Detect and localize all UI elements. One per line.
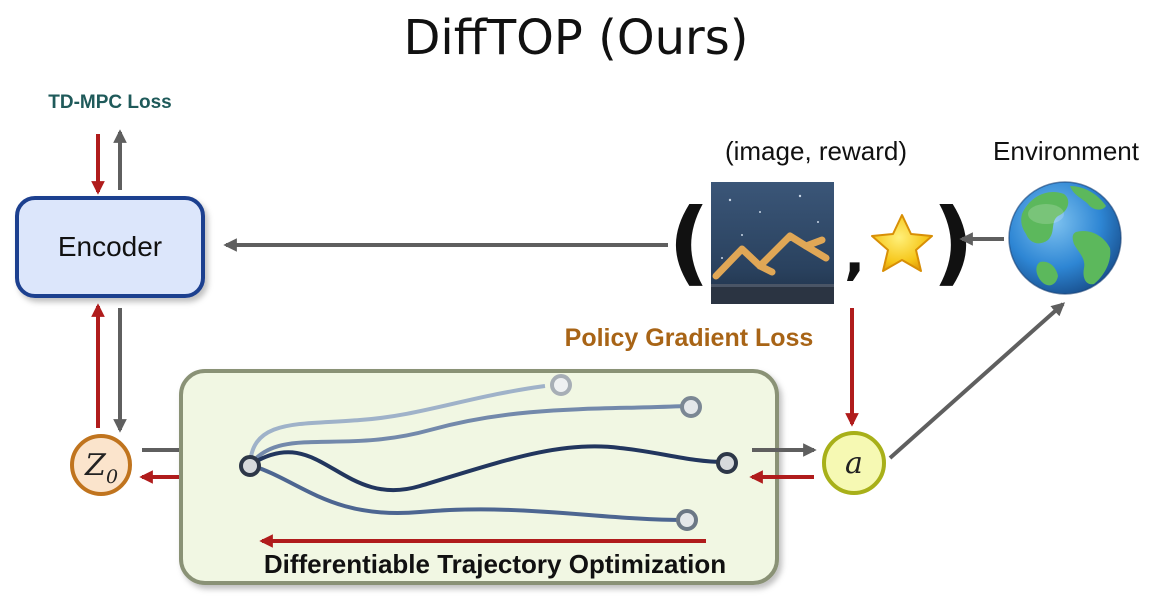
trajectory-end-point-lower [676, 509, 698, 531]
trajectory-start-point [239, 455, 261, 477]
trajectory-end-point-upper [680, 396, 702, 418]
tuple-comma: , [844, 222, 865, 287]
action-symbol: a [845, 446, 863, 481]
tuple-open-paren: ( [668, 189, 710, 296]
policy-gradient-loss-label: Policy Gradient Loss [565, 324, 814, 352]
star-icon [871, 214, 933, 272]
page-title: DiffTOP (Ours) [403, 10, 748, 66]
z0-subscript: 0 [106, 466, 118, 488]
td-mpc-loss-label: TD-MPC Loss [48, 92, 172, 113]
trajectory-light [248, 384, 546, 466]
encoder-label: Encoder [58, 231, 162, 262]
trajectory-upper [248, 404, 686, 467]
tuple-close-paren: ) [932, 189, 974, 296]
action-to-environment-arrow [888, 302, 1066, 460]
z0-symbol: Z [84, 448, 107, 483]
encoder-block: Encoder [15, 196, 205, 298]
environment-label: Environment [993, 136, 1140, 166]
trajectory-end-point-main [716, 452, 738, 474]
trajectory-lower [249, 463, 686, 522]
dto-block: Differentiable Trajectory Optimization [179, 369, 779, 585]
image-reward-label: (image, reward) [725, 136, 907, 166]
robot-walker-image [711, 182, 834, 304]
observation-tuple: ( , ) [668, 182, 974, 304]
trajectory-main [248, 444, 726, 493]
action-node: a [822, 431, 886, 495]
z0-node: Z 0 [70, 434, 132, 496]
earth-globe-icon [1008, 181, 1122, 295]
trajectory-end-point-light [550, 374, 572, 396]
dto-label: Differentiable Trajectory Optimization [264, 549, 726, 579]
